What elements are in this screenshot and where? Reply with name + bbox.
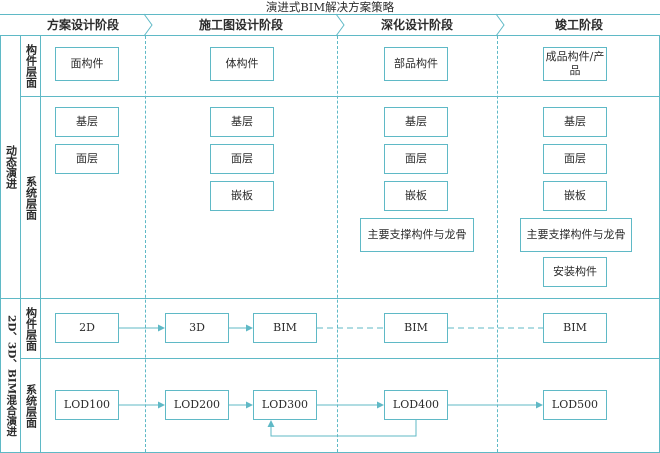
section-divider — [20, 36, 21, 453]
layer-divider — [40, 36, 41, 453]
mixed-component-box: BIM — [253, 313, 317, 343]
component-box: 体构件 — [210, 47, 274, 81]
component-box: 部品构件 — [384, 47, 448, 81]
system-box: 基层 — [210, 107, 274, 137]
system-box: 基层 — [55, 107, 119, 137]
section-dynamic-label: 动态演进 — [4, 145, 18, 189]
layer-component-label: 构件层面 — [24, 306, 38, 351]
section-divider-h — [0, 298, 660, 299]
mixed-system-box: LOD300 — [253, 390, 317, 420]
phase-divider — [337, 36, 338, 452]
mixed-system-box: LOD100 — [55, 390, 119, 420]
phase-scheme-design: 方案设计阶段 — [46, 18, 119, 32]
system-box: 面层 — [55, 144, 119, 174]
system-box: 安装构件 — [543, 257, 607, 287]
system-box: 面层 — [210, 144, 274, 174]
phase-header-band — [0, 14, 660, 36]
phase-divider — [497, 36, 498, 452]
mixed-component-box: 3D — [165, 313, 229, 343]
layer-system-label: 系统层面 — [24, 383, 38, 428]
system-box: 主要支撑构件与龙骨 — [520, 218, 632, 252]
component-box: 成品构件/产品 — [543, 47, 607, 81]
mixed-component-box: BIM — [384, 313, 448, 343]
loop-back-arrow — [267, 420, 417, 437]
left-border — [0, 36, 1, 453]
system-box: 嵌板 — [210, 181, 274, 211]
chevron-right-icon — [143, 13, 153, 37]
system-box: 主要支撑构件与龙骨 — [360, 218, 474, 252]
system-box: 嵌板 — [384, 181, 448, 211]
mixed-component-box: BIM — [543, 313, 607, 343]
layer-component-label: 构件层面 — [24, 44, 38, 88]
diagram-title: 演进式BIM解决方案策略 — [265, 0, 395, 14]
system-box: 面层 — [384, 144, 448, 174]
phase-completion: 竣工阶段 — [554, 18, 603, 32]
layer-system-label: 系统层面 — [24, 175, 38, 220]
phase-construction-drawing: 施工图设计阶段 — [198, 18, 283, 32]
row-divider — [20, 96, 660, 97]
system-box: 基层 — [384, 107, 448, 137]
mixed-system-box: LOD400 — [384, 390, 448, 420]
system-box: 基层 — [543, 107, 607, 137]
chevron-right-icon — [495, 13, 505, 37]
system-box: 嵌板 — [543, 181, 607, 211]
mixed-system-box: LOD200 — [165, 390, 229, 420]
mixed-component-box: 2D — [55, 313, 119, 343]
system-box: 面层 — [543, 144, 607, 174]
chevron-right-icon — [335, 13, 345, 37]
component-box: 面构件 — [55, 47, 119, 81]
section-mixed-label: 2D、3D、BIM混合演进 — [5, 314, 18, 437]
row-divider — [20, 358, 660, 359]
mixed-system-box: LOD500 — [543, 390, 607, 420]
phase-divider — [145, 36, 146, 452]
phase-detail-design: 深化设计阶段 — [380, 18, 453, 32]
